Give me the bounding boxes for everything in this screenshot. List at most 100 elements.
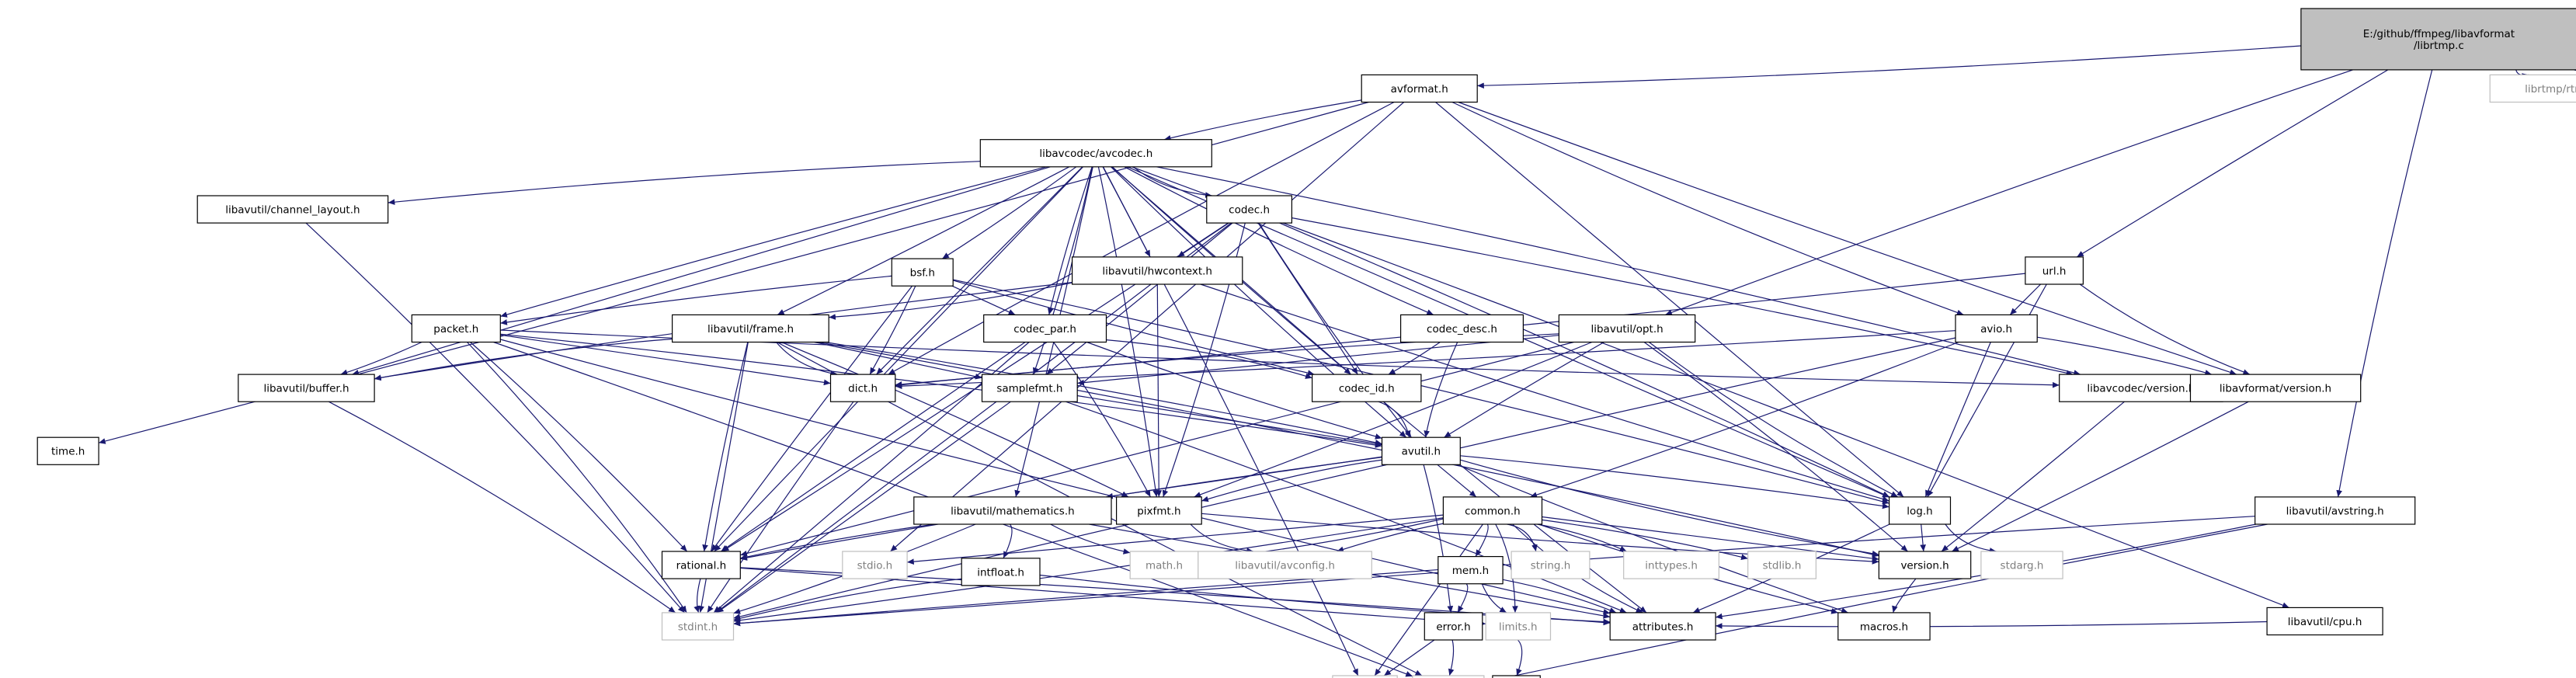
edge-codec-to-samplefmt	[1046, 222, 1233, 375]
edge-samplefmt-to-stdint	[716, 401, 1011, 614]
node-frame[interactable]: libavutil/frame.h	[671, 314, 829, 343]
edge-packet-to-avutil	[500, 333, 1382, 448]
node-codec_par[interactable]: codec_par.h	[983, 314, 1107, 343]
node-log[interactable]: log.h	[1889, 496, 1952, 525]
node-errno: errno.h	[1332, 675, 1398, 678]
node-error[interactable]: error.h	[1424, 612, 1483, 641]
edge-error-to-errno	[1383, 639, 1435, 676]
edge-packet-to-stdint	[467, 342, 687, 614]
edge-avcodec-to-rational	[714, 166, 1083, 552]
node-time[interactable]: time.h	[37, 436, 99, 465]
node-codec_id[interactable]: codec_id.h	[1311, 374, 1422, 402]
node-pixfmt[interactable]: pixfmt.h	[1115, 496, 1202, 525]
node-codec[interactable]: codec.h	[1206, 195, 1293, 224]
edge-avcodec-to-codec_par	[1048, 166, 1093, 315]
edge-avcodec-to-bsf	[941, 166, 1077, 259]
node-stdio: stdio.h	[842, 551, 908, 579]
node-label: stdarg.h	[2001, 560, 2044, 572]
node-box	[979, 139, 1212, 168]
node-label: stdio.h	[857, 560, 893, 572]
node-box	[196, 195, 389, 224]
node-stddef: stddef.h	[1412, 675, 1485, 678]
node-label: string.h	[1531, 560, 1571, 572]
edge-codec_desc-to-avutil	[1424, 342, 1458, 438]
node-codec_desc[interactable]: codec_desc.h	[1399, 314, 1524, 343]
node-box	[411, 314, 501, 343]
edge-frame-to-buffer	[374, 338, 673, 381]
node-avformat_version[interactable]: libavformat/version.h	[2189, 374, 2362, 402]
node-label: inttypes.h	[1645, 560, 1698, 572]
node-label: avformat.h	[1391, 83, 1448, 96]
edge-codec-to-avcodec_version	[1291, 217, 2074, 377]
node-box	[1311, 374, 1422, 402]
node-dict[interactable]: dict.h	[829, 374, 896, 402]
node-mathematics[interactable]: libavutil/mathematics.h	[913, 496, 1112, 525]
edge-frame-to-avutil	[825, 341, 1382, 446]
node-limits: limits.h	[1485, 612, 1552, 641]
edge-rational-to-stdint	[694, 578, 701, 614]
node-hwcontext[interactable]: libavutil/hwcontext.h	[1071, 256, 1243, 285]
node-box	[1492, 675, 1541, 678]
node-label: common.h	[1465, 506, 1521, 518]
node-label: stdint.h	[678, 621, 718, 634]
node-inttypes: inttypes.h	[1623, 551, 1719, 579]
node-label: avutil.h	[1402, 446, 1441, 458]
edge-frame-to-version	[818, 341, 1879, 558]
node-rational[interactable]: rational.h	[661, 551, 741, 579]
edge-avcodec-to-avcodec_version	[1156, 166, 2081, 376]
node-version[interactable]: version.h	[1878, 551, 1972, 579]
node-attributes[interactable]: attributes.h	[1609, 612, 1716, 641]
edge-avformat-to-avio	[1451, 101, 1964, 316]
edge-limits-to-float	[1516, 639, 1523, 676]
edge-avcodec-to-dict	[876, 166, 1083, 375]
node-channel_layout[interactable]: libavutil/channel_layout.h	[196, 195, 389, 224]
edge-error-to-stddef	[1448, 639, 1455, 676]
edge-mathematics-to-rational	[740, 523, 935, 560]
node-box	[2254, 496, 2416, 525]
node-common[interactable]: common.h	[1442, 496, 1543, 525]
node-buffer[interactable]: libavutil/buffer.h	[238, 374, 375, 402]
node-box	[829, 374, 896, 402]
node-label: bsf.h	[910, 267, 935, 280]
node-mem[interactable]: mem.h	[1437, 555, 1504, 585]
node-url[interactable]: url.h	[2025, 256, 2084, 285]
node-box	[1332, 675, 1398, 678]
node-box	[238, 374, 375, 402]
node-label: pixfmt.h	[1137, 506, 1180, 518]
node-label: limits.h	[1499, 621, 1538, 634]
node-box	[1623, 551, 1719, 579]
node-label: libavcodec/avcodec.h	[1039, 148, 1152, 160]
edge-intfloat-to-stdint	[733, 578, 962, 621]
edge-bsf-to-rational	[711, 285, 913, 552]
node-box	[1558, 314, 1696, 343]
edge-mathematics-to-intfloat	[1003, 523, 1013, 559]
node-label: codec_desc.h	[1427, 323, 1497, 336]
node-avformat[interactable]: avformat.h	[1361, 74, 1478, 103]
node-avstring[interactable]: libavutil/avstring.h	[2254, 496, 2416, 525]
node-avutil[interactable]: avutil.h	[1381, 436, 1461, 465]
edge-channel_layout-to-stdint	[305, 222, 685, 614]
node-opt[interactable]: libavutil/opt.h	[1558, 314, 1696, 343]
node-label: samplefmt.h	[996, 383, 1062, 395]
node-bsf[interactable]: bsf.h	[891, 258, 954, 287]
node-label: mem.h	[1452, 565, 1489, 577]
node-samplefmt[interactable]: samplefmt.h	[981, 374, 1078, 402]
edge-avutil-to-common	[1437, 464, 1477, 498]
edge-avcodec-to-hwcontext	[1102, 166, 1151, 258]
node-librtmp[interactable]: E:/github/ffmpeg/libavformat/librtmp.c	[2300, 8, 2576, 71]
edge-mem-to-attributes	[1502, 579, 1617, 614]
node-packet[interactable]: packet.h	[411, 314, 501, 343]
edge-codec_par-to-pixfmt	[1053, 342, 1151, 498]
node-macros[interactable]: macros.h	[1837, 612, 1931, 641]
node-avcodec[interactable]: libavcodec/avcodec.h	[979, 139, 1212, 168]
edge-librtmp-to-avformat	[1477, 45, 2301, 89]
node-avio[interactable]: avio.h	[1955, 314, 2038, 343]
node-float[interactable]: float.h	[1492, 675, 1541, 678]
edge-opt-to-rational	[740, 341, 1574, 557]
edge-frame-to-pixfmt	[780, 341, 1129, 498]
edge-common-to-version	[1542, 516, 1879, 562]
node-intfloat[interactable]: intfloat.h	[961, 558, 1041, 586]
node-cpu[interactable]: libavutil/cpu.h	[2266, 607, 2383, 636]
node-label: version.h	[1900, 560, 1949, 572]
edge-mathematics-to-math	[1050, 523, 1131, 555]
